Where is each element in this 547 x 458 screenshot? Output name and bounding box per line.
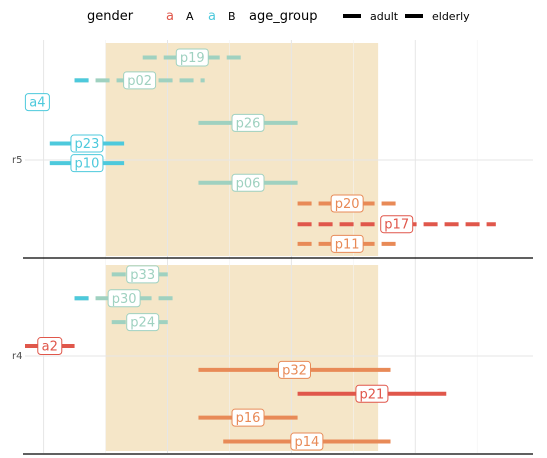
segment-label-box-p32 [277,360,311,379]
legend: gender a A a B age_group adult elderly [87,9,470,24]
segment-label-p21: p21 [360,387,385,402]
segment-label-box-p11 [330,234,364,253]
segment-label-p33: p33 [130,268,155,283]
segment-label-box-p23 [70,134,104,153]
legend-gender-key-a-glyph: a [166,9,174,24]
segment-label-box-p19 [175,48,209,67]
segment-label-box-p06 [231,173,265,192]
segment-label-p32: p32 [282,363,307,378]
legend-age-elderly-label: elderly [432,10,470,23]
segment-label-p02: p02 [127,74,152,89]
segment-label-box-p10 [70,154,104,173]
segment-label-p20: p20 [335,197,360,212]
segment-label-a2: a2 [42,340,58,355]
segment-label-p17: p17 [384,218,409,233]
legend-gender-title: gender [87,9,134,24]
segment-label-p14: p14 [294,435,319,450]
segment-label-box-p26 [231,113,265,132]
segment-label-box-a2 [37,337,63,356]
segment-label-box-p16 [231,408,265,427]
segment-label-p26: p26 [236,116,261,131]
segment-label-box-p20 [330,194,364,213]
segment-label-p11: p11 [335,237,360,252]
legend-gender-key-b-glyph: a [208,9,216,24]
segment-label-box-p17 [380,215,414,234]
segment-label-p16: p16 [236,411,261,426]
segment-label-p30: p30 [112,292,137,307]
segment-label-p06: p06 [236,176,261,191]
segment-label-box-p21 [355,384,389,403]
segment-label-box-p33 [126,265,160,284]
legend-gender-key-a-label: A [186,10,194,23]
legend-gender-key-b-label: B [228,10,236,23]
segment-label-p23: p23 [75,137,100,152]
segment-label-p10: p10 [75,157,100,172]
panel-label-r5: r5 [12,155,22,166]
segment-label-box-p02 [123,71,157,90]
segment-label-p24: p24 [130,316,155,331]
legend-age-adult-label: adult [370,10,399,23]
legend-age-title: age_group [249,9,317,24]
segment-label-box-p30 [107,289,141,308]
plot-area: p19 p02 a4 p26 p23 p10 p06 p20 p17 p11 p33 p30 p24 a2… [23,40,533,455]
segment-label-box-p14 [290,432,324,451]
panel-label-r4: r4 [12,351,22,362]
segment-label-p19: p19 [180,51,205,66]
segment-label-box-p24 [126,313,160,332]
segment-label-box-a4 [24,93,50,112]
segment-label-a4: a4 [29,96,45,111]
